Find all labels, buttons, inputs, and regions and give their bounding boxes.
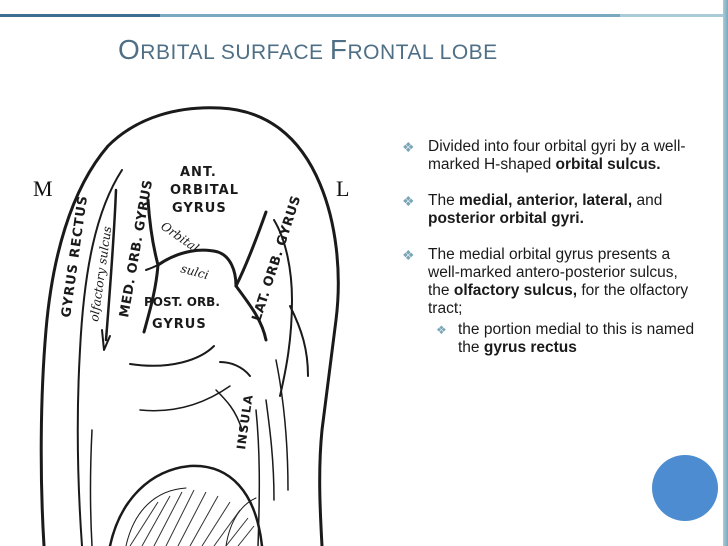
bullet-marker-icon: ❖ — [402, 139, 415, 155]
title-word-2: SURFACE — [220, 41, 324, 64]
medial-label: M — [33, 176, 53, 201]
header-rule-segment-mid — [160, 14, 620, 17]
title-word-4: LOBE — [439, 41, 498, 64]
title-initial-1: O — [118, 34, 141, 65]
bullet-marker-icon: ❖ — [402, 247, 415, 263]
label-lat-orb-gyrus: LAT. ORB. GYRUS — [250, 194, 305, 324]
bullet-text-segment: Divided into four orbital gyri by a well… — [428, 138, 686, 173]
header-rule-segment-light — [620, 14, 728, 17]
bullet-item: ❖ The medial, anterior, lateral, and post… — [398, 192, 698, 228]
label-post-orb-2: GYRUS — [152, 317, 207, 332]
label-insula: INSULA — [234, 393, 256, 450]
right-edge-bar — [723, 0, 728, 546]
decorative-circle — [652, 455, 718, 521]
label-ant-orbital-2: ORBITAL — [170, 183, 239, 198]
label-orbital-sulci-2: sulci — [179, 261, 210, 282]
bullet-text-segment: posterior orbital gyri. — [428, 210, 584, 227]
bullet-item: ❖ Divided into four orbital gyri by a wel… — [398, 138, 698, 174]
bullet-text-segment: and — [632, 192, 663, 209]
sub-bullet-item: ❖ the portion medial to this is named the… — [428, 321, 698, 357]
orbital-surface-figure: GYRUS RECTUS olfactory sulcus MED. ORB. … — [30, 100, 380, 546]
bullet-item: ❖ The medial orbital gyrus presents a wel… — [398, 246, 698, 357]
label-gyrus-rectus: GYRUS RECTUS — [59, 194, 91, 318]
title-word-1: RBITAL — [140, 41, 215, 64]
header-rule — [0, 14, 728, 17]
bullet-text-segment: The medial orbital gyrus presents a well… — [428, 246, 678, 299]
bullet-text-segment: orbital sulcus. — [555, 156, 661, 173]
bullet-text-segment: medial, anterior, lateral, — [459, 192, 633, 209]
bullet-text-segment: gyrus rectus — [483, 339, 577, 356]
bullet-text-segment: the portion medial to this is named the — [458, 321, 695, 356]
title-word-3: RONTAL — [347, 41, 434, 64]
label-ant-orbital-3: GYRUS — [172, 201, 227, 216]
brain-drawing: GYRUS RECTUS olfactory sulcus MED. ORB. … — [39, 106, 340, 546]
label-orbital-sulci-1: Orbital — [158, 219, 201, 255]
label-post-orb-1: POST. ORB. — [144, 295, 220, 309]
bullet-text-segment: The — [428, 192, 460, 209]
bullet-marker-icon: ❖ — [402, 193, 415, 209]
lateral-label: L — [336, 176, 350, 201]
header-rule-segment-dark — [0, 14, 160, 17]
slide-title: ORBITAL SURFACE FRONTAL LOBE — [118, 34, 498, 74]
label-ant-orbital-1: ANT. — [180, 165, 217, 180]
bullet-list: ❖ Divided into four orbital gyri by a wel… — [398, 138, 698, 375]
title-initial-3: F — [329, 34, 348, 65]
bullet-text-segment: olfactory sulcus, — [453, 282, 578, 299]
sub-bullet-marker-icon: ❖ — [436, 323, 447, 337]
bullet-text-segment: for the olfactory tract; — [428, 282, 689, 317]
